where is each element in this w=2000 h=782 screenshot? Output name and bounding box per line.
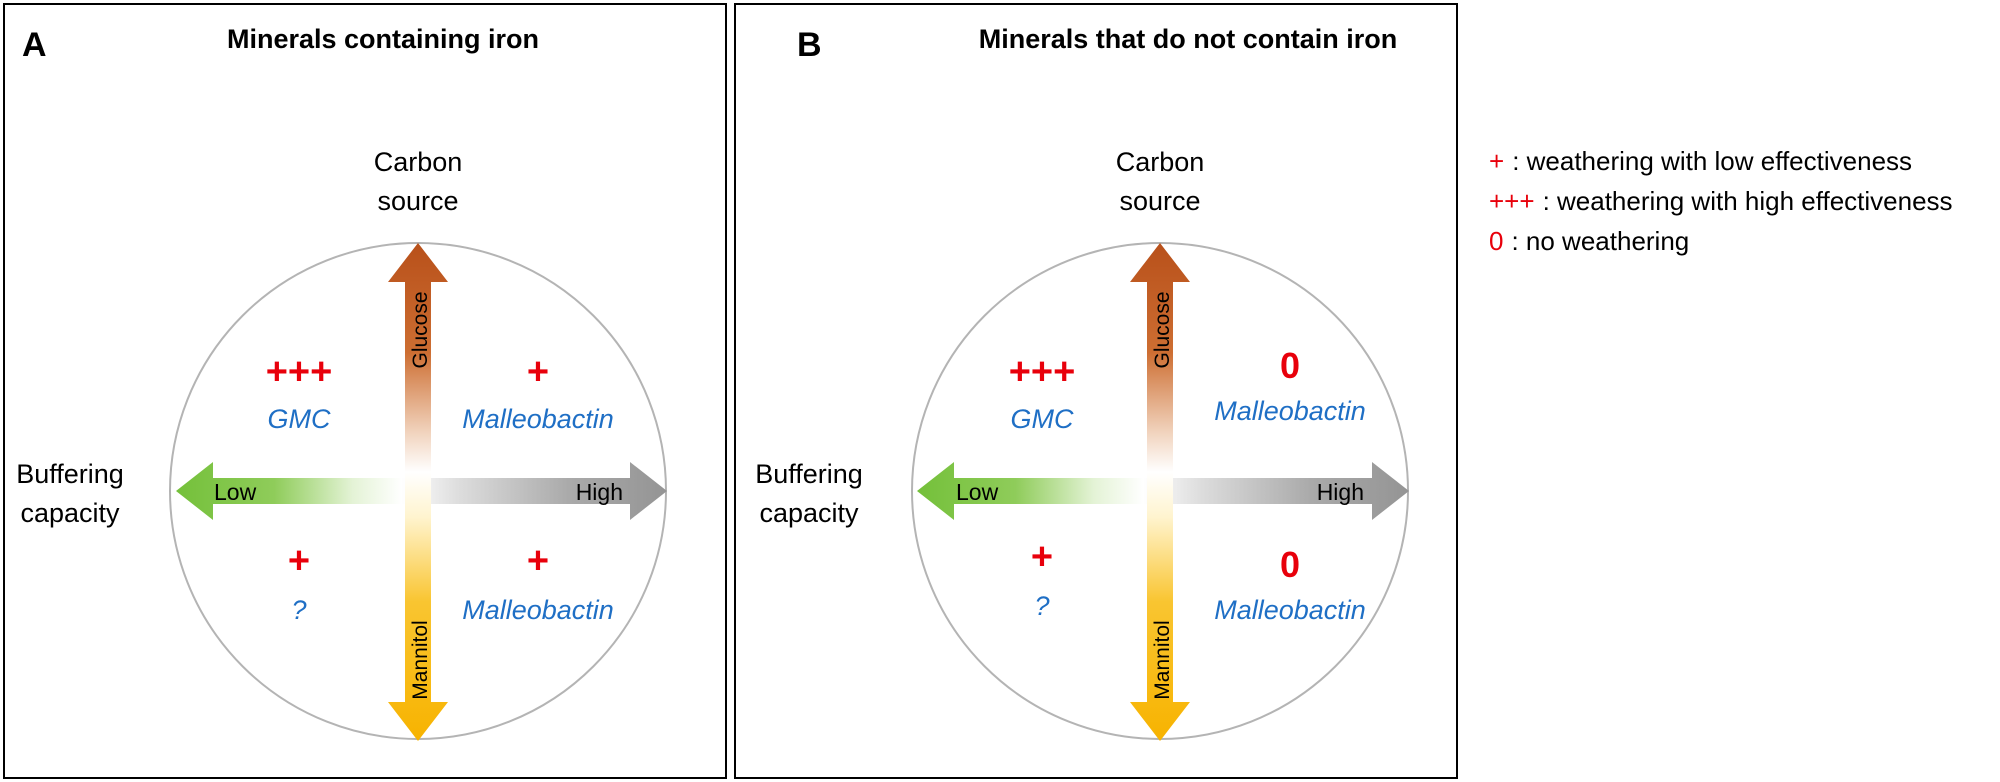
panel-a-buffer-label-line1: Buffering	[16, 459, 124, 489]
legend-item-no-weathering: 0 : no weathering	[1489, 226, 1689, 256]
legend-item-low-effectiveness: + : weathering with low effectiveness	[1489, 146, 1912, 176]
panel-a-organism-top-right: Malleobactin	[462, 404, 614, 434]
panel-a: A Minerals containing iron Carbon source…	[3, 3, 727, 779]
panel-a-mannitol-label: Mannitol	[409, 620, 432, 699]
panel-b-symbol-bottom-right: 0	[1280, 544, 1300, 585]
legend-symbol-zero: 0	[1489, 226, 1503, 256]
panel-b-glucose-label: Glucose	[1151, 291, 1174, 368]
legend: + : weathering with low effectiveness +++…	[1489, 146, 1953, 256]
panel-b-symbol-top-left: +++	[1009, 351, 1076, 393]
panel-b-frame	[734, 3, 1458, 779]
panel-a-symbol-top-right: +	[527, 351, 549, 393]
panel-b-letter: B	[797, 26, 822, 64]
legend-symbol-triple-plus: +++	[1489, 186, 1535, 216]
panel-b-symbol-top-right: 0	[1280, 345, 1300, 386]
panel-a-symbol-bottom-right: +	[527, 540, 549, 582]
panel-a-glucose-label: Glucose	[409, 291, 432, 368]
legend-text-high: : weathering with high effectiveness	[1543, 186, 1953, 216]
panel-b-buffer-label-line2: capacity	[759, 498, 859, 528]
panel-a-symbol-top-left: +++	[266, 351, 333, 393]
panel-a-carbon-label-line1: Carbon	[374, 147, 463, 177]
panel-a-carbon-label-line2: source	[377, 186, 458, 216]
panel-a-low-label: Low	[214, 479, 257, 505]
panel-b: B Minerals that do not contain iron Carb…	[734, 3, 1458, 779]
panel-b-high-label: High	[1317, 479, 1364, 505]
panel-b-carbon-label-line1: Carbon	[1116, 147, 1205, 177]
panel-a-vertical-arrow	[388, 243, 448, 741]
panel-b-vertical-arrow	[1130, 243, 1190, 741]
panel-b-organism-bottom-left: ?	[1034, 591, 1049, 621]
panel-b-organism-top-right: Malleobactin	[1214, 396, 1366, 426]
panel-a-high-label: High	[576, 479, 623, 505]
legend-item-high-effectiveness: +++ : weathering with high effectiveness	[1489, 186, 1953, 216]
legend-text-low: : weathering with low effectiveness	[1512, 146, 1912, 176]
legend-symbol-plus: +	[1489, 146, 1504, 176]
panel-a-title: Minerals containing iron	[227, 24, 539, 54]
legend-text-none: : no weathering	[1511, 226, 1689, 256]
panel-a-symbol-bottom-left: +	[288, 540, 310, 582]
panel-a-letter: A	[22, 26, 47, 64]
panel-b-mannitol-label: Mannitol	[1151, 620, 1174, 699]
panel-a-buffer-label-line2: capacity	[20, 498, 120, 528]
panel-a-organism-top-left: GMC	[268, 404, 331, 434]
panel-b-organism-top-left: GMC	[1011, 404, 1074, 434]
panel-b-symbol-bottom-left: +	[1031, 536, 1053, 578]
panel-a-organism-bottom-left: ?	[291, 595, 306, 625]
panel-b-organism-bottom-right: Malleobactin	[1214, 595, 1366, 625]
panel-a-frame	[3, 3, 727, 779]
panel-b-title: Minerals that do not contain iron	[979, 24, 1398, 54]
panel-a-organism-bottom-right: Malleobactin	[462, 595, 614, 625]
panel-b-carbon-label-line2: source	[1119, 186, 1200, 216]
panel-b-low-label: Low	[956, 479, 999, 505]
panel-b-buffer-label-line1: Buffering	[755, 459, 863, 489]
